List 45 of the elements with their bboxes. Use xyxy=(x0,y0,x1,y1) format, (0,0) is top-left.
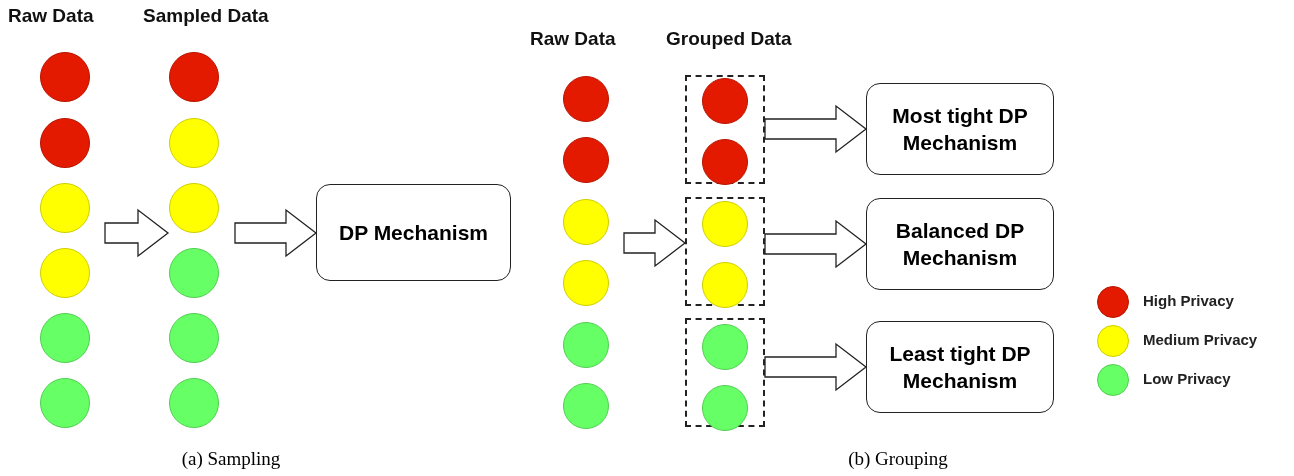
data-point-circle xyxy=(40,52,90,102)
data-point-circle xyxy=(702,324,748,370)
data-point-circle xyxy=(563,76,609,122)
data-point-circle xyxy=(40,183,90,233)
mechanism-box: Most tight DP Mechanism xyxy=(866,83,1054,175)
data-point-circle xyxy=(702,262,748,308)
data-point-circle xyxy=(169,248,219,298)
data-point-circle xyxy=(40,378,90,428)
data-point-circle xyxy=(169,313,219,363)
legend-label: Medium Privacy xyxy=(1143,331,1258,348)
data-point-circle xyxy=(40,248,90,298)
data-point-circle xyxy=(563,137,609,183)
column-heading: Grouped Data xyxy=(666,28,792,50)
data-point-circle xyxy=(40,313,90,363)
block-arrow xyxy=(234,208,318,258)
column-heading: Raw Data xyxy=(530,28,616,50)
data-point-circle xyxy=(563,199,609,245)
column-heading: Raw Data xyxy=(8,5,94,27)
block-arrow xyxy=(104,208,170,258)
data-point-circle xyxy=(563,383,609,429)
data-point-circle xyxy=(169,52,219,102)
block-arrow xyxy=(764,219,868,269)
mechanism-box: DP Mechanism xyxy=(316,184,511,281)
panel-caption: (a) Sampling xyxy=(181,448,281,470)
mechanism-box: Balanced DP Mechanism xyxy=(866,198,1054,290)
data-point-circle xyxy=(702,385,748,431)
data-point-circle xyxy=(169,378,219,428)
mechanism-box: Least tight DP Mechanism xyxy=(866,321,1054,413)
block-arrow xyxy=(764,104,868,154)
data-point-circle xyxy=(563,260,609,306)
block-arrow xyxy=(764,342,868,392)
data-point-circle xyxy=(169,118,219,168)
dashed-group-box xyxy=(685,197,765,306)
data-point-circle xyxy=(169,183,219,233)
column-heading: Sampled Data xyxy=(143,5,269,27)
dashed-group-box xyxy=(685,75,765,184)
data-point-circle xyxy=(702,78,748,124)
legend-label: Low Privacy xyxy=(1143,370,1231,387)
panel-caption: (b) Grouping xyxy=(848,448,948,470)
legend-label: High Privacy xyxy=(1143,292,1234,309)
block-arrow xyxy=(623,218,687,268)
data-point-circle xyxy=(40,118,90,168)
data-point-circle xyxy=(702,139,748,185)
data-point-circle xyxy=(702,201,748,247)
data-point-circle xyxy=(563,322,609,368)
